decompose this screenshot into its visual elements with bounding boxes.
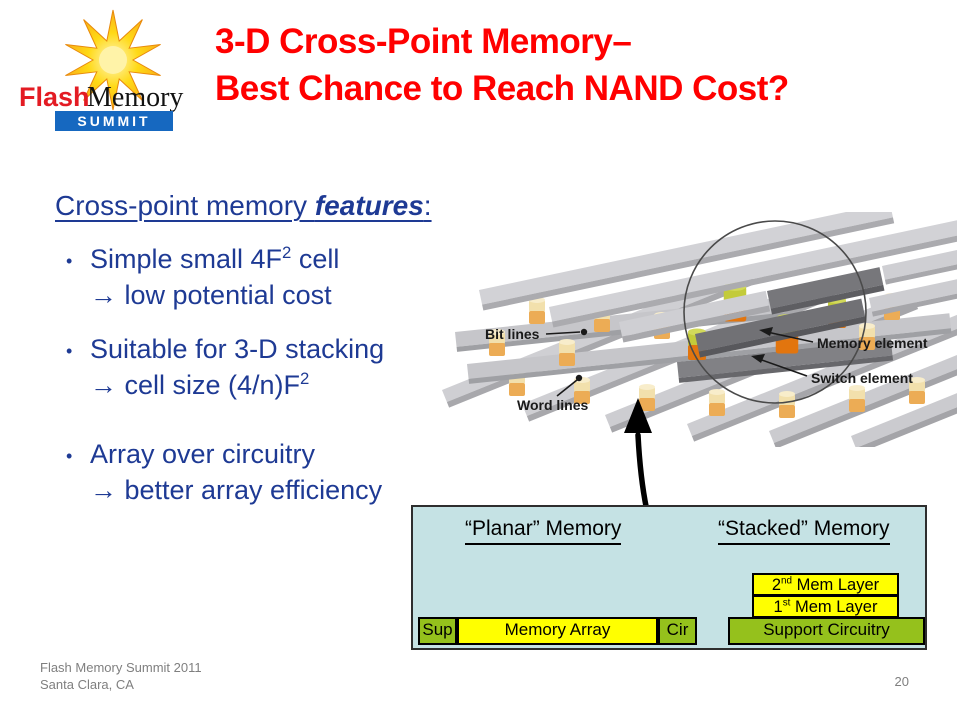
- top-word-line-bars: [479, 202, 957, 358]
- memory-element-arrowhead: [759, 327, 773, 336]
- logo-memory-text: Memory: [87, 82, 183, 113]
- page-number: 20: [894, 674, 909, 689]
- title-line-2: Best Chance to Reach NAND Cost?: [215, 69, 789, 108]
- footer-conference-info: Flash Memory Summit 2011 Santa Clara, CA: [40, 659, 202, 693]
- bullet-3-line-2: → better array efficiency: [90, 475, 383, 505]
- bit-lines-pointer-dot: [580, 328, 588, 336]
- crosspoint-3d-illustration: Bit lines Word lines Memory element Swit…: [437, 202, 957, 454]
- second-mem-layer-box: 2nd Mem Layer: [752, 573, 899, 596]
- arrow-glyph-icon: →: [90, 475, 117, 505]
- planar-vs-stacked-panel: “Planar” Memory “Stacked” Memory Sup Mem…: [411, 505, 927, 650]
- footer-line-1: Flash Memory Summit 2011: [40, 660, 202, 675]
- flash-memory-summit-logo: Flash Memory SUMMIT: [15, 8, 195, 136]
- features-heading: Cross-point memory features:: [55, 190, 432, 222]
- first-mem-layer-box: 1st Mem Layer: [752, 595, 899, 618]
- support-circuitry-box: Support Circuitry: [728, 617, 925, 645]
- stacked-memory-heading: “Stacked” Memory: [718, 517, 890, 545]
- highlight-circle: [683, 220, 867, 404]
- bullet-2-line-2: → cell size (4/n)F2: [90, 369, 310, 400]
- summit-banner: [55, 111, 173, 131]
- starburst-icon: [65, 9, 161, 111]
- title-line-1: 3-D Cross-Point Memory–: [215, 22, 632, 61]
- bullet-3-line-1: Array over circuitry: [90, 439, 316, 469]
- slide-title: 3-D Cross-Point Memory– Best Chance to R…: [215, 18, 945, 112]
- dark-bar-highlight: [695, 298, 867, 358]
- logo-flash-text: Flash: [19, 82, 90, 112]
- logo-summit-text: SUMMIT: [77, 113, 150, 129]
- bullet-1-line-2: → low potential cost: [90, 280, 332, 310]
- word-lines-label: Word lines: [517, 397, 589, 413]
- memory-element-label: Memory element: [817, 335, 928, 351]
- features-heading-emphasis: features: [314, 190, 424, 221]
- bullet-1-line-1: Simple small 4F2 cell: [90, 243, 340, 274]
- bullet-array-over-circuitry: • Array over circuitry → better array ef…: [62, 436, 382, 508]
- features-heading-normal: Cross-point memory: [55, 190, 315, 221]
- planar-memory-heading: “Planar” Memory: [465, 517, 622, 545]
- circuitry-right-box: Cir: [658, 617, 697, 645]
- bullet-2-line-1: Suitable for 3-D stacking: [90, 334, 385, 364]
- word-lines-pointer-dot: [575, 374, 583, 382]
- switch-element-label: Switch element: [811, 370, 913, 386]
- switch-element-arrowhead: [751, 354, 765, 363]
- dark-bar-highlight: [767, 267, 885, 315]
- support-left-box: Sup: [418, 617, 457, 645]
- bit-lines-label: Bit lines: [485, 326, 540, 342]
- footer-line-2: Santa Clara, CA: [40, 677, 134, 692]
- arrow-glyph-icon: →: [90, 280, 117, 310]
- arrow-glyph-icon: →: [90, 370, 117, 400]
- bullet-dot-icon: •: [66, 341, 73, 361]
- bullet-dot-icon: •: [66, 446, 73, 466]
- logo-graphic: Flash Memory SUMMIT: [19, 9, 183, 131]
- bullet-dot-icon: •: [66, 251, 73, 271]
- bullet-simple-cell: • Simple small 4F2 cell → low potential …: [62, 241, 339, 313]
- bullet-3d-stacking: • Suitable for 3-D stacking → cell size …: [62, 331, 384, 403]
- features-heading-colon: :: [423, 190, 432, 221]
- memory-array-box: Memory Array: [457, 617, 658, 645]
